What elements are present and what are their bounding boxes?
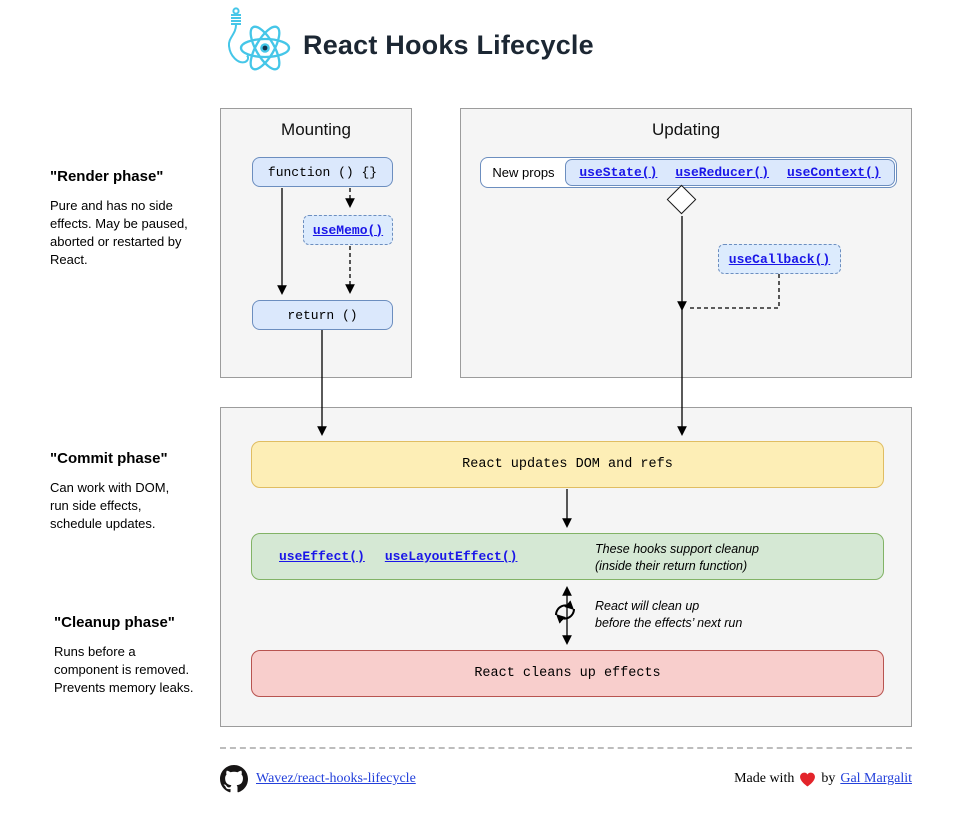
function-node: function () {} [252,157,393,187]
effects-note-line: (inside their return function) [595,559,748,574]
react-cleans-up-node: React cleans up effects [251,650,884,697]
commit-phase-desc-line: Can work with DOM, [50,480,170,495]
react-hook-logo-icon [227,7,291,71]
cleanup-phase-label: "Cleanup phase" Runs before a component … [54,614,232,697]
repo-link[interactable]: Wavez/react-hooks-lifecycle [256,771,416,786]
github-icon [220,765,248,793]
page-title: React Hooks Lifecycle [303,30,594,60]
updating-title: Updating [651,120,721,139]
footer-credit: Made with by Gal Margalit [734,771,912,787]
render-phase-desc-line: effects. May be paused, [50,215,188,231]
return-node: return () [252,300,393,330]
mounting-title: Mounting [281,120,351,139]
render-phase-desc-line: aborted or restarted by [50,233,182,249]
cleanup-phase-desc-line: component is removed. [54,661,190,677]
usestate-link[interactable]: useState() [579,165,658,180]
usecontext-link[interactable]: useContext() [787,165,881,180]
effects-cleanup-note: These hooks support cleanup (inside thei… [595,541,759,576]
uselayouteffect-link[interactable]: useLayoutEffect() [384,549,518,564]
cleanup-phase-desc-line: Prevents memory leaks. [54,679,194,695]
footer-divider [220,747,912,749]
react-updates-dom-node: React updates DOM and refs [251,441,884,488]
cleanup-phase-desc-line: Runs before a [54,644,136,659]
new-props-label: New props [492,165,555,180]
cycle-note-line: before the effects’ next run [595,616,743,631]
render-phase-title: "Render phase" [50,168,164,185]
made-with-text: Made with [734,771,795,786]
commit-phase-title: "Commit phase" [50,450,168,467]
effects-note-line: These hooks support cleanup [595,542,759,556]
effect-hooks-node: useEffect() useLayoutEffect() [251,533,884,580]
by-text: by [821,771,836,786]
usecallback-link[interactable]: useCallback() [728,251,831,267]
usecallback-node: useCallback() [718,244,841,274]
commit-phase-desc-line: schedule updates. [50,515,156,531]
footer: Wavez/react-hooks-lifecycle Made with by… [220,762,912,796]
author-link[interactable]: Gal Margalit [840,771,912,786]
cycle-note-line: React will clean up [595,599,700,613]
usereducer-link[interactable]: useReducer() [675,165,769,180]
updating-container: Updating [460,108,912,378]
commit-phase-desc-line: run side effects, [50,497,142,513]
usememo-link[interactable]: useMemo() [312,222,384,238]
cleanup-cycle-note: React will clean up before the effects’ … [595,598,742,633]
new-props-node: New props useState() useReducer() useCon… [480,157,897,188]
usememo-node: useMemo() [303,215,393,245]
cleanup-phase-title: "Cleanup phase" [54,614,175,631]
render-phase-desc-line: React. [50,251,88,267]
update-hooks-group: useState() useReducer() useContext() [565,159,895,186]
render-phase-desc-line: Pure and has no side [50,198,173,213]
commit-phase-label: "Commit phase" Can work with DOM, run si… [50,450,228,533]
useeffect-link[interactable]: useEffect() [279,549,365,564]
heart-icon [800,772,816,786]
render-phase-label: "Render phase" Pure and has no side effe… [50,168,228,269]
